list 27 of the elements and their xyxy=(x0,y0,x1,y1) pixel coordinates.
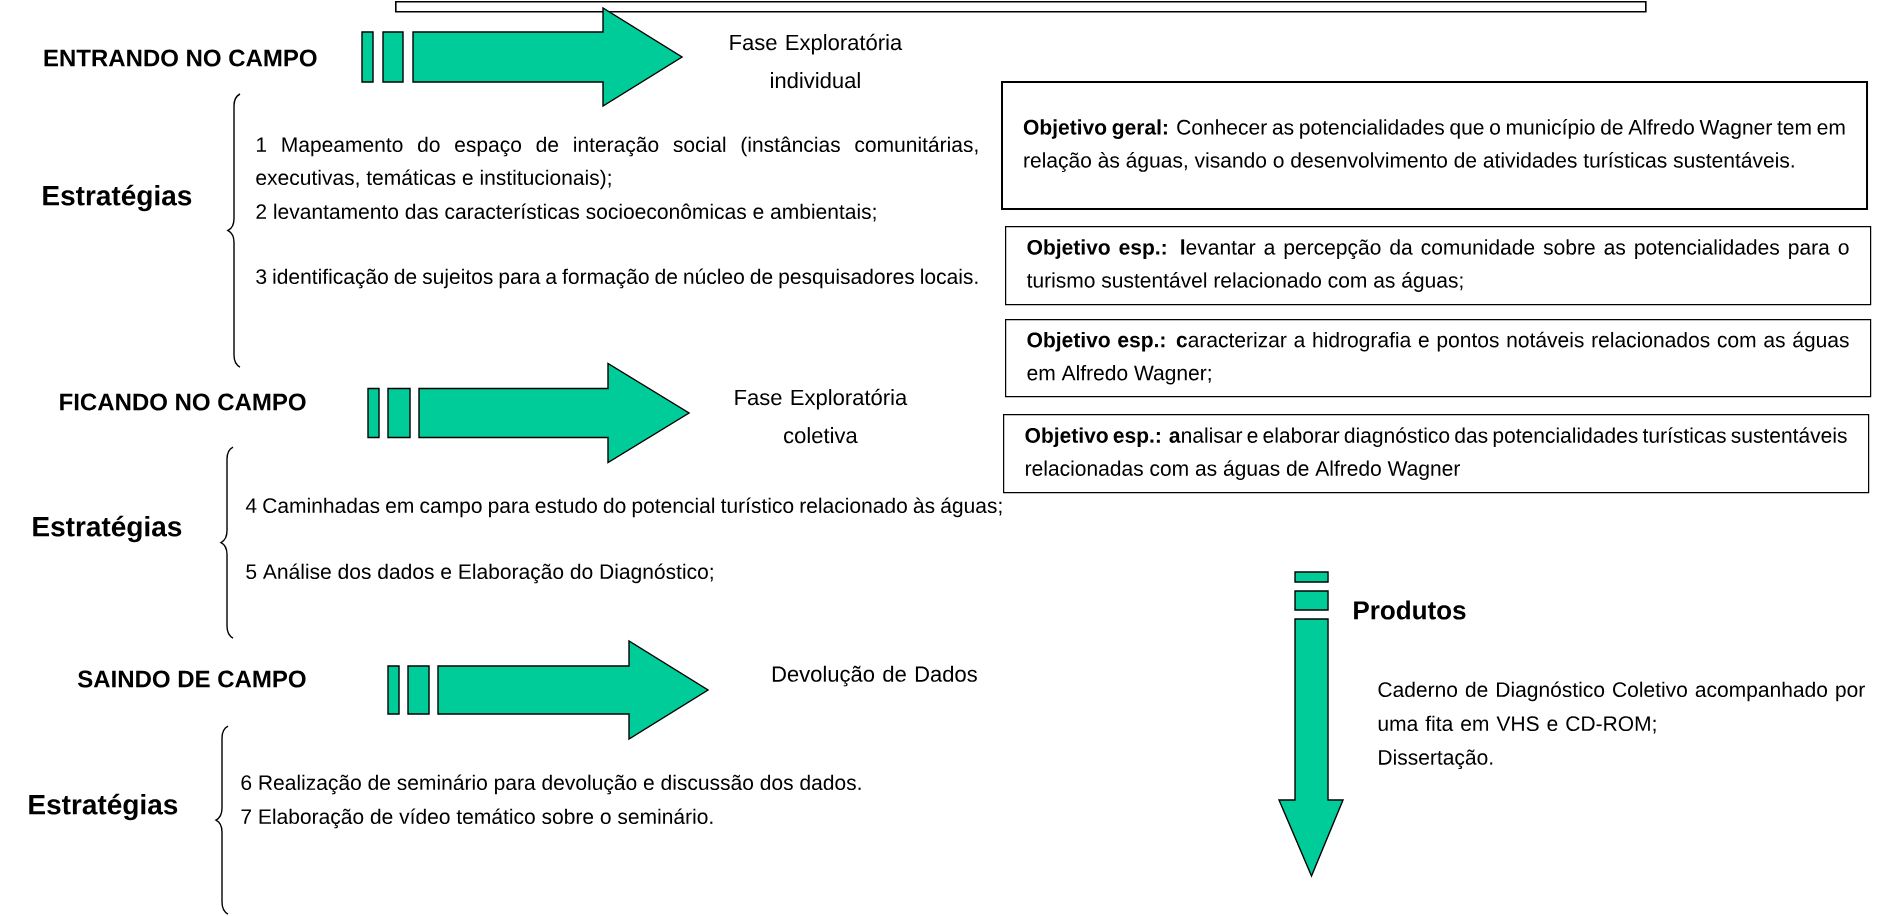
objective-box: Objetivo esp.: analisar e elaborar diagnóstico das potencialidades turísticas sustentáveis relacionadas com as águas de Alfredo Wagner xyxy=(1003,414,1870,494)
strategy-item: 3 identificação de sujeitos para a formação de núcleo de pesquisadores locais. xyxy=(256,268,978,289)
products-heading: Produtos xyxy=(1354,600,1466,620)
strategy-item: 1 Mapeamento do espaço de interação social (instâncias comunitárias, executivas, temáticas e institucionais); xyxy=(256,136,978,190)
empty-box xyxy=(395,1,1647,13)
strategy-item: 4 Caminhadas em campo para estudo do potencial turístico relacionado às águas; xyxy=(245,497,1002,518)
objective-box: Objetivo esp.: levantar a percepção da comunidade sobre as potencialidades para o turismo sustentável relacionado com as águas; xyxy=(1005,226,1872,306)
product-description: Caderno de Diagnóstico Coletivo acompanhado por uma fita em VHS e CD-ROM; xyxy=(1378,681,1865,734)
stage-title: SAINDO DE CAMPO xyxy=(77,670,306,688)
block-arrow xyxy=(361,6,684,108)
stage-title: FICANDO NO CAMPO xyxy=(60,393,306,411)
strategies-heading: Estratégias xyxy=(33,515,182,543)
phase-label: Fase Exploratória individual xyxy=(730,33,903,89)
product-description: Dissertação. xyxy=(1379,749,1493,770)
block-arrow xyxy=(387,639,710,741)
objective-box: Objetivo geral: Conhecer as potencialidades que o município de Alfredo Wagner tem em relação às águas, visando o desenvolvimento de atividades turísticas sustentáveis. xyxy=(1001,81,1868,210)
phase-label: Devolução de Dados xyxy=(772,665,977,687)
phase-label: Fase Exploratória coletiva xyxy=(735,388,908,444)
strategy-item: 7 Elaboração de vídeo temático sobre o seminário. xyxy=(241,808,713,829)
stage-title: ENTRANDO NO CAMPO xyxy=(44,49,317,67)
strategies-heading: Estratégias xyxy=(29,793,178,821)
block-arrow xyxy=(367,362,691,464)
strategy-item: 2 levantamento das características socioeconômicas e ambientais; xyxy=(256,203,876,222)
strategy-item: 6 Realização de seminário para devolução e discussão dos dados. xyxy=(241,774,861,795)
strategy-item: 5 Análise dos dados e Elaboração do Diagnóstico; xyxy=(246,563,713,584)
strategies-heading: Estratégias xyxy=(43,184,192,212)
objective-box: Objetivo esp.: caracterizar a hidrografia e pontos notáveis relacionados com as águas em Alfredo Wagner; xyxy=(1005,319,1872,398)
